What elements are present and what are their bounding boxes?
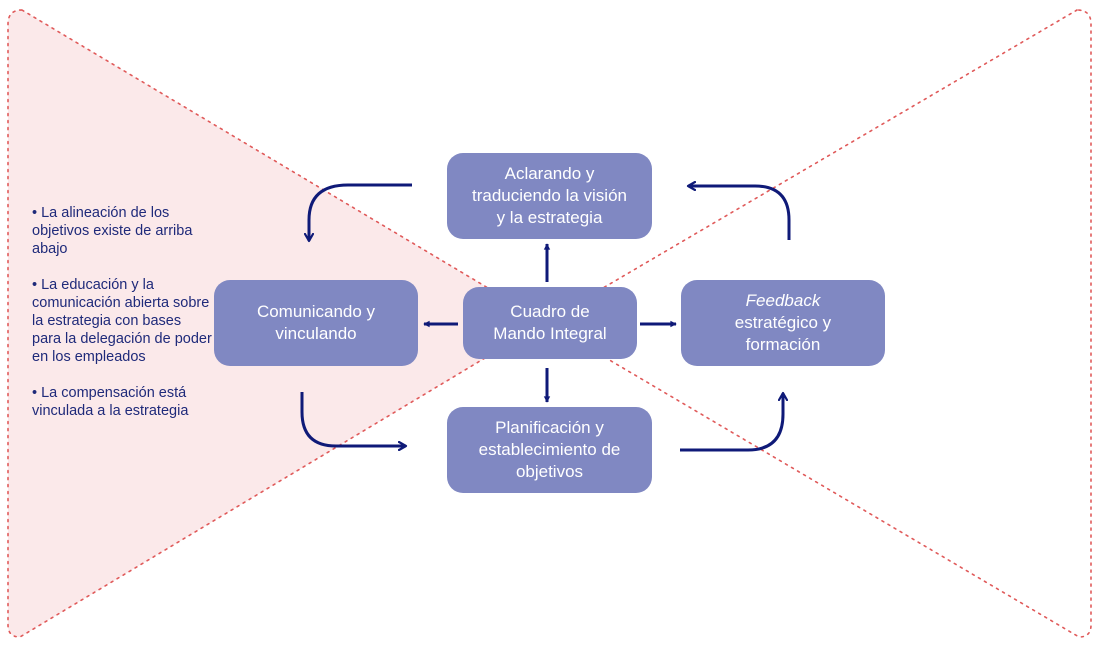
arrow-bottom-to-right (680, 393, 783, 452)
bullet-item: • La compensación está vinculada a la es… (32, 385, 189, 419)
node-balanced-scorecard: Cuadro de Mando Integral (463, 287, 637, 359)
node-bottom-line-2: establecimiento de (478, 440, 621, 459)
node-left-line-1: Comunicando y (256, 302, 376, 321)
arrow-right-to-top (688, 186, 791, 240)
node-strategic-feedback: Feedback estratégico y formación (681, 280, 885, 366)
node-bottom-line-1: Planificación y (495, 418, 604, 437)
bullet-item: • La alineación de los objetivos existe … (32, 205, 193, 257)
node-top-line-1: Aclarando y (504, 164, 595, 183)
node-right-emphasis: Feedback (745, 291, 821, 310)
bullet-list: • La alineación de los objetivos existe … (32, 204, 212, 438)
node-top-line-3: y la estrategia (496, 208, 603, 227)
node-communicating-linking: Comunicando y vinculando (214, 280, 418, 366)
arrow-left-to-bottom (300, 392, 406, 446)
node-right-line-2: formación (745, 335, 821, 354)
node-bottom-line-3: objetivos (515, 462, 584, 481)
arrow-top-to-left (309, 183, 412, 241)
node-planning-targets: Planificación y establecimiento de objet… (447, 407, 652, 493)
bullet-item: • La educación y la comunicación abierta… (32, 277, 212, 365)
right-triangle (543, 9, 1092, 638)
node-top-line-2: traduciendo la visión (472, 186, 627, 205)
node-right-line-1: estratégico y (734, 313, 832, 332)
node-center-line-1: Cuadro de (510, 302, 590, 321)
node-left-line-2: vinculando (275, 324, 357, 343)
node-center-line-2: Mando Integral (493, 324, 607, 343)
node-clarifying-vision: Aclarando y traduciendo la visión y la e… (447, 153, 652, 239)
